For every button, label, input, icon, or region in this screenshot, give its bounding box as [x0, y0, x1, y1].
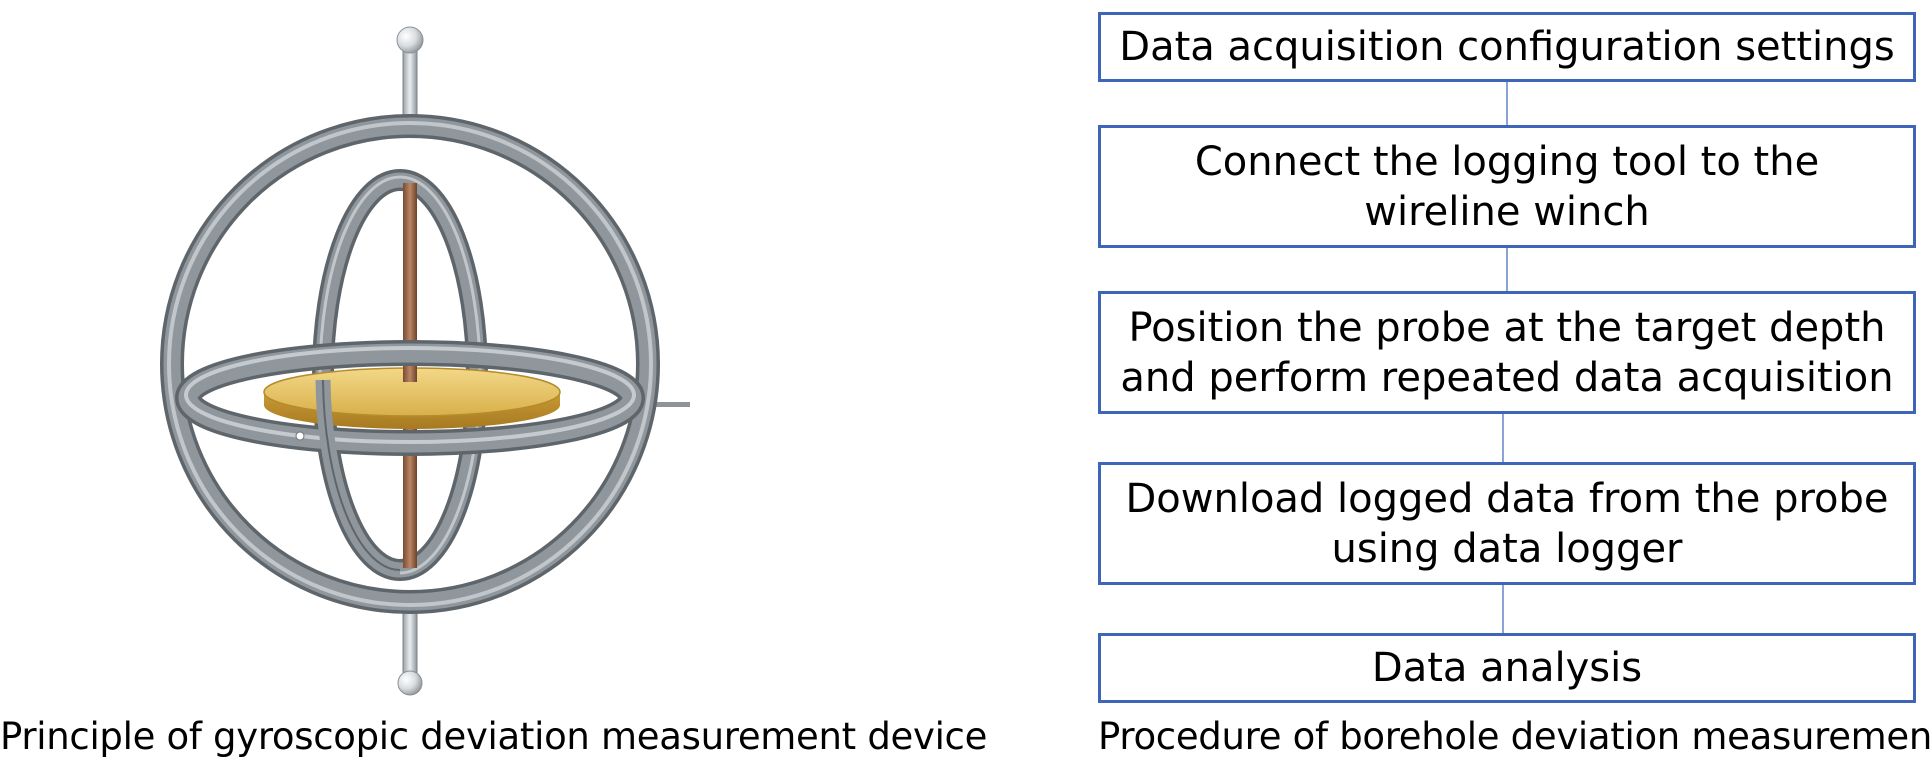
- measurement-procedure-flowchart: Data acquisition configuration settings …: [1098, 0, 1920, 710]
- right-caption: Procedure of borehole deviation measurem…: [1098, 715, 1932, 758]
- step-position-probe: Position the probe at the target depth a…: [1098, 291, 1916, 414]
- bottom-support-ball: [397, 670, 423, 696]
- right-pivot-pin: [638, 402, 690, 407]
- step-connect-logging-tool: Connect the logging tool to the wireline…: [1098, 125, 1916, 248]
- connector-3-4: [1502, 413, 1504, 462]
- top-support-rod: [402, 47, 418, 124]
- step-data-analysis: Data analysis: [1098, 633, 1916, 703]
- bottom-support-rod: [402, 605, 418, 677]
- connector-4-5: [1502, 584, 1504, 633]
- connector-2-3: [1506, 247, 1508, 291]
- connector-1-2: [1506, 80, 1508, 125]
- step-data-acquisition-settings: Data acquisition configuration settings: [1098, 12, 1916, 82]
- pivot-screw: [295, 431, 305, 441]
- horizontal-gimbal-ring: [175, 340, 645, 456]
- step-download-logged-data: Download logged data from the probe usin…: [1098, 462, 1916, 585]
- outer-gimbal-ring: [160, 114, 660, 614]
- left-caption: Principle of gyroscopic deviation measur…: [0, 715, 988, 758]
- rotor-disk: [263, 367, 561, 429]
- gyroscope-illustration: [160, 26, 690, 696]
- top-support-ball: [396, 26, 424, 54]
